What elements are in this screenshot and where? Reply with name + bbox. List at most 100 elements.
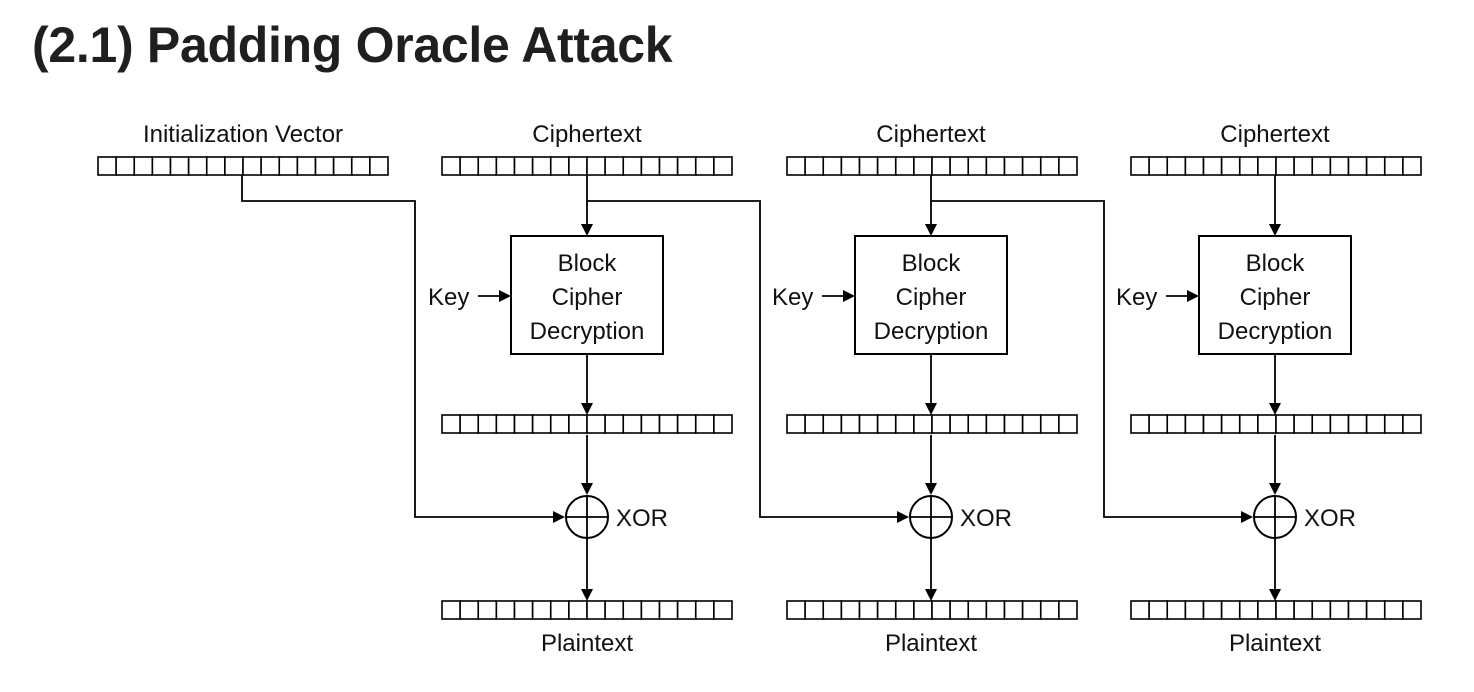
byte-cell xyxy=(568,600,588,620)
arrowhead xyxy=(1187,290,1199,302)
byte-cell xyxy=(151,156,172,176)
arrowhead xyxy=(925,403,937,415)
key-label-2: Key xyxy=(772,284,813,311)
byte-cell xyxy=(459,414,480,434)
byte-cell xyxy=(694,600,715,620)
byte-cell xyxy=(1021,600,1042,620)
byte-cell xyxy=(1383,414,1404,434)
byte-cell xyxy=(1220,600,1241,620)
byte-cell xyxy=(169,156,190,176)
block-cipher-line-3: Decryption xyxy=(530,318,645,345)
byte-cell xyxy=(1402,414,1422,434)
byte-cell xyxy=(513,600,534,620)
block-cipher-line-1: Block xyxy=(1246,250,1306,277)
byte-cell xyxy=(1184,414,1205,434)
byte-cell xyxy=(350,156,371,176)
xor-symbol-3 xyxy=(1253,495,1297,539)
byte-cell xyxy=(477,414,498,434)
arrowhead xyxy=(843,290,855,302)
wires xyxy=(241,175,1276,590)
arrowhead xyxy=(581,403,593,415)
arrowhead xyxy=(925,589,937,601)
ciphertext-label-2: Ciphertext xyxy=(876,121,986,148)
byte-cell xyxy=(1347,414,1368,434)
arrowhead xyxy=(1269,224,1281,236)
byte-cell xyxy=(1202,414,1223,434)
plaintext-strip-3 xyxy=(1130,600,1422,620)
byte-cell xyxy=(495,600,516,620)
block-cipher-box-3 xyxy=(1198,235,1352,355)
byte-cell xyxy=(676,156,697,176)
plaintext-strip-2 xyxy=(786,600,1078,620)
byte-cell xyxy=(876,600,897,620)
byte-cell xyxy=(967,156,988,176)
byte-cell xyxy=(513,156,534,176)
block-cipher-line-2: Cipher xyxy=(896,284,967,311)
block-cipher-line-3: Decryption xyxy=(1218,318,1333,345)
plaintext-label-1: Plaintext xyxy=(541,630,633,657)
byte-cell xyxy=(822,414,843,434)
byte-cell xyxy=(224,156,244,176)
byte-cell xyxy=(260,156,281,176)
byte-cell xyxy=(1311,156,1332,176)
byte-cell xyxy=(985,414,1006,434)
iv-strip xyxy=(97,156,389,176)
ciphertext-label-1: Ciphertext xyxy=(532,121,642,148)
byte-cell xyxy=(640,156,661,176)
byte-cell xyxy=(840,414,861,434)
byte-cell xyxy=(531,156,552,176)
byte-cell xyxy=(441,600,461,620)
byte-cell xyxy=(894,156,915,176)
byte-cell xyxy=(531,414,552,434)
byte-cell xyxy=(876,156,897,176)
byte-cell xyxy=(949,600,970,620)
arrowhead xyxy=(1269,589,1281,601)
byte-cell xyxy=(985,156,1006,176)
byte-cell xyxy=(586,156,606,176)
byte-cell xyxy=(604,156,625,176)
byte-cell xyxy=(1293,600,1314,620)
byte-cell xyxy=(840,600,861,620)
intermediate-strip-3 xyxy=(1130,414,1422,434)
arrowhead xyxy=(581,589,593,601)
byte-cell xyxy=(822,156,843,176)
byte-cell xyxy=(913,600,933,620)
byte-cell xyxy=(187,156,208,176)
key-label-1: Key xyxy=(428,284,469,311)
byte-cell xyxy=(1293,156,1314,176)
byte-cell xyxy=(1130,600,1150,620)
byte-cell xyxy=(840,156,861,176)
byte-cell xyxy=(1148,600,1169,620)
ct2-chain-wire xyxy=(931,200,1242,518)
arrowhead xyxy=(553,511,565,523)
byte-cell xyxy=(713,414,733,434)
byte-cell xyxy=(786,600,806,620)
byte-cell xyxy=(1058,156,1078,176)
byte-cell xyxy=(1039,600,1060,620)
byte-cell xyxy=(804,156,825,176)
byte-cell xyxy=(459,156,480,176)
plaintext-label-2: Plaintext xyxy=(885,630,977,657)
ciphertext-strip-1 xyxy=(441,156,733,176)
byte-cell xyxy=(604,414,625,434)
byte-cell xyxy=(1275,414,1295,434)
byte-cell xyxy=(1039,156,1060,176)
byte-cell xyxy=(1329,156,1350,176)
byte-cell xyxy=(97,156,117,176)
byte-cell xyxy=(477,156,498,176)
plaintext-strip-1 xyxy=(441,600,733,620)
arrowhead xyxy=(1269,483,1281,495)
byte-cell xyxy=(894,414,915,434)
byte-cell xyxy=(1148,414,1169,434)
byte-cell xyxy=(115,156,136,176)
block-cipher-box-2 xyxy=(854,235,1008,355)
byte-cell xyxy=(441,156,461,176)
ct1-chain-wire xyxy=(587,200,898,518)
byte-cell xyxy=(1220,156,1241,176)
byte-cell xyxy=(278,156,299,176)
arrowhead xyxy=(897,511,909,523)
byte-cell xyxy=(931,600,951,620)
block-cipher-box-1 xyxy=(510,235,664,355)
byte-cell xyxy=(622,414,643,434)
intermediate-strip-1 xyxy=(441,414,733,434)
